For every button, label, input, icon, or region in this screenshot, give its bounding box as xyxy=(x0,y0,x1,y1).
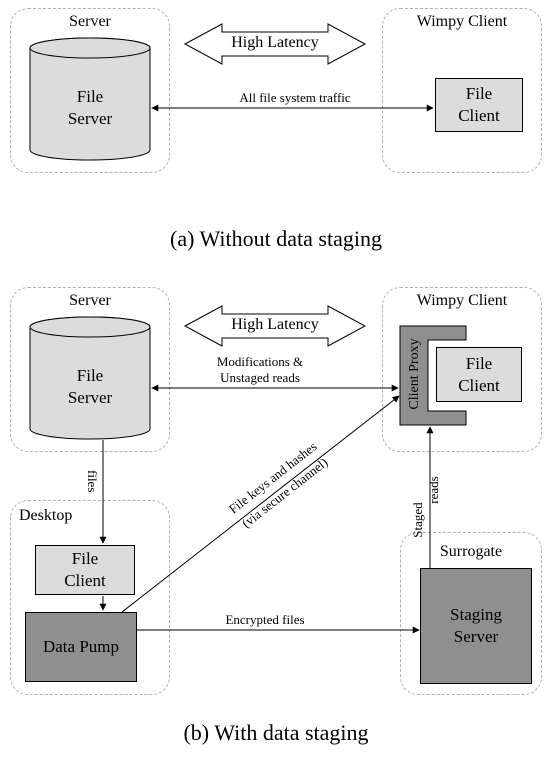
staged-label-line2: reads xyxy=(426,476,441,504)
server-region-b: Server xyxy=(10,287,170,452)
surrogate-region: Surrogate xyxy=(400,532,542,695)
file-server-label-a: File Server xyxy=(67,87,113,128)
high-latency-arrow-a xyxy=(183,23,367,65)
caption-b: (b) With data staging xyxy=(183,720,369,745)
server-region-a: Server xyxy=(10,8,170,173)
file-client-box-wimpy: File Client xyxy=(436,347,522,402)
traffic-label-a: All file system traffic xyxy=(239,90,351,105)
surrogate-title: Surrogate xyxy=(439,543,503,560)
high-latency-label-a: High Latency xyxy=(231,34,319,51)
data-pump-box: Data Pump xyxy=(25,612,137,682)
wimpy-client-region-a: Wimpy Client xyxy=(382,8,542,173)
staged-label-line1: Staged xyxy=(410,502,425,538)
desktop-title: Desktop xyxy=(19,507,73,524)
server-title-a: Server xyxy=(69,13,111,30)
file-client-box-a: File Client xyxy=(435,78,523,132)
keys-arrow xyxy=(121,395,400,613)
high-latency-arrow-b xyxy=(183,305,367,347)
desktop-region: Desktop xyxy=(10,500,170,695)
files-label: files xyxy=(85,470,100,493)
client-proxy-label: Client Proxy xyxy=(407,338,422,410)
modifications-label: Modifications & Unstaged reads xyxy=(216,354,304,385)
wimpy-client-title-a: Wimpy Client xyxy=(416,13,508,30)
wimpy-client-region-b: Wimpy Client xyxy=(382,287,542,452)
file-server-cylinder-b xyxy=(29,316,151,440)
encrypted-files-label: Encrypted files xyxy=(225,612,305,627)
caption-a: (a) Without data staging xyxy=(170,226,382,251)
file-server-cylinder-a xyxy=(29,37,151,161)
wimpy-client-title-b: Wimpy Client xyxy=(416,292,508,309)
file-client-box-desktop: File Client xyxy=(35,545,135,595)
client-proxy-shape xyxy=(399,325,467,426)
staging-server-box: Staging Server xyxy=(420,568,532,684)
server-title-b: Server xyxy=(69,292,111,309)
file-server-label-b: File Server xyxy=(67,366,113,407)
high-latency-label-b: High Latency xyxy=(231,316,319,333)
